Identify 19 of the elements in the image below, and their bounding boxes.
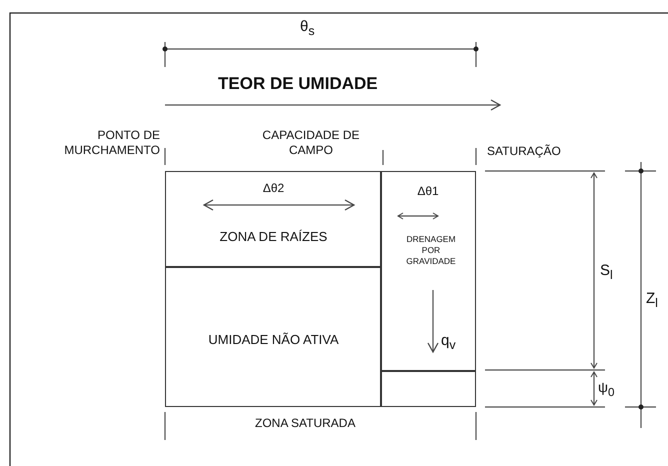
axis-title: TEOR DE UMIDADE bbox=[218, 74, 378, 94]
zone-label: UMIDADE NÃO ATIVA bbox=[207, 332, 340, 347]
symbol-label: S$_{l}$ bbox=[600, 262, 613, 282]
zone-region bbox=[165, 266, 382, 407]
zone-region bbox=[380, 370, 476, 407]
symbol-label: Δθ2 bbox=[262, 181, 286, 195]
zone-region bbox=[165, 171, 382, 268]
zone-region bbox=[380, 171, 476, 372]
symbol-label: Z$_{l}$ bbox=[646, 290, 658, 310]
symbol-label: θ$_{s}$ bbox=[300, 18, 315, 38]
boundary-label: SATURAÇÃO bbox=[487, 144, 561, 158]
zone-label: ZONA DE RAÍZES bbox=[218, 229, 328, 244]
symbol-label: ψ$_{0}$ bbox=[598, 379, 614, 399]
flux-label: q$_{v}$ bbox=[441, 332, 456, 352]
zone-label: ZONA SATURADA bbox=[255, 416, 356, 430]
symbol-label: Δθ1 bbox=[416, 184, 440, 198]
boundary-label: CAPACIDADE DE CAMPO bbox=[261, 128, 361, 158]
drainage-label: DRENAGEM POR GRAVIDADE bbox=[405, 234, 457, 267]
boundary-label: PONTO DE MURCHAMENTO bbox=[63, 128, 160, 158]
